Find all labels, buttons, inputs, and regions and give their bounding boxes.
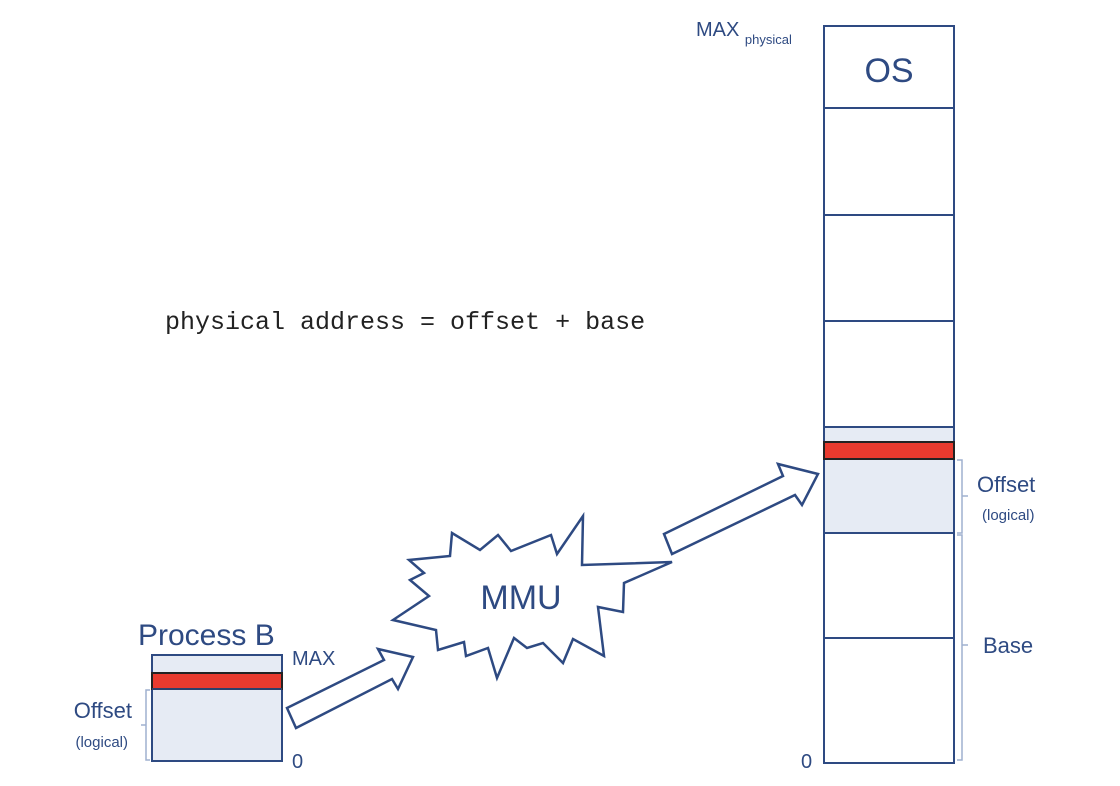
memory-offset-region bbox=[825, 460, 953, 533]
memory-base-bracket bbox=[957, 534, 968, 761]
process-b-offset-region bbox=[153, 690, 281, 760]
memory-top-band bbox=[825, 427, 953, 442]
process-b-zero-label: 0 bbox=[292, 751, 303, 773]
memory-zero-label: 0 bbox=[801, 751, 812, 773]
arrow-to-mmu bbox=[285, 647, 415, 730]
physical-memory-column bbox=[823, 25, 955, 764]
formula-text: physical address = offset + base bbox=[165, 308, 645, 337]
memory-os-label: OS bbox=[864, 52, 913, 90]
memory-max-subscript: physical bbox=[745, 32, 792, 47]
process-b-offset-bracket bbox=[141, 689, 150, 761]
memory-offset-label: Offset bbox=[977, 472, 1035, 497]
process-b-offset-label: Offset bbox=[74, 698, 132, 723]
process-b-max-label: MAX bbox=[292, 648, 335, 670]
memory-outer-box bbox=[823, 25, 955, 764]
memory-highlight-row bbox=[823, 441, 955, 460]
process-b-highlight-row bbox=[151, 672, 283, 690]
process-b-title: Process B bbox=[138, 619, 275, 652]
memory-max-main: MAX bbox=[696, 19, 739, 41]
mmu-label: MMU bbox=[480, 579, 561, 617]
memory-max-label: MAX physical bbox=[696, 19, 792, 47]
mmu-starburst bbox=[389, 511, 673, 682]
memory-offset-sublabel: (logical) bbox=[982, 507, 1035, 524]
memory-base-label: Base bbox=[983, 633, 1033, 658]
process-b-offset-sublabel: (logical) bbox=[75, 734, 128, 751]
process-b-top-band bbox=[153, 656, 281, 673]
process-b-block bbox=[151, 654, 283, 762]
arrow-to-memory bbox=[662, 462, 820, 556]
memory-offset-bracket bbox=[957, 459, 968, 534]
